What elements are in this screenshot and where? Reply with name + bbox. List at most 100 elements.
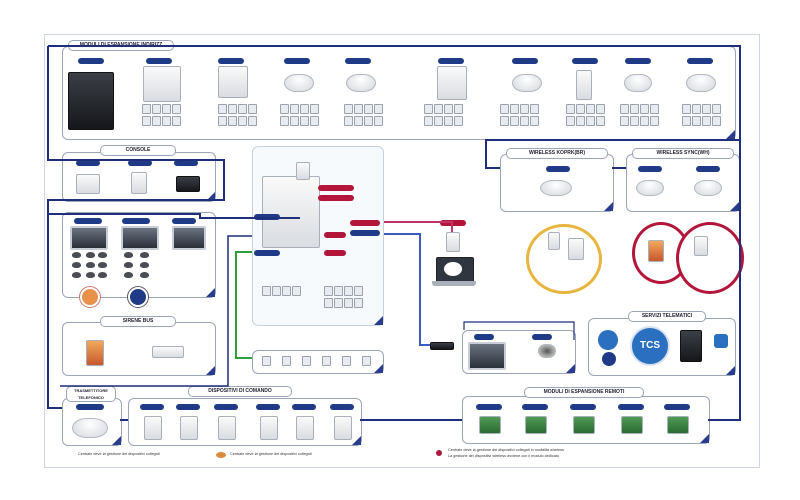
sensor-icon — [548, 232, 560, 250]
terminal-icon — [444, 104, 453, 114]
device-label — [570, 404, 596, 410]
recorder-icon — [430, 342, 454, 350]
video-monitor-icon — [121, 226, 159, 250]
note-icon — [216, 452, 226, 458]
device-label — [546, 166, 570, 172]
device-label — [218, 58, 244, 64]
terminal-icon — [344, 286, 353, 296]
terminal-icon — [218, 116, 227, 126]
terminal-icon — [444, 116, 453, 126]
terminal-icon — [324, 298, 333, 308]
camera-icon — [98, 262, 107, 268]
device-label — [254, 250, 280, 256]
terminal-icon — [300, 104, 309, 114]
wireless-group-circle — [526, 224, 602, 294]
module-box-icon — [576, 70, 592, 100]
command-device-icon — [334, 416, 352, 440]
device-label — [440, 220, 466, 226]
terminal-icon — [620, 116, 629, 126]
terminal-icon — [374, 116, 383, 126]
dome-sensor-icon — [346, 74, 376, 92]
camera-icon — [124, 262, 133, 268]
terminal-icon — [280, 104, 289, 114]
device-label — [696, 166, 720, 172]
terminal-icon — [374, 104, 383, 114]
terminal-icon — [586, 116, 595, 126]
module-box-icon — [218, 66, 248, 98]
device-label — [572, 58, 598, 64]
phone-icon — [446, 232, 460, 252]
control-unit-icon — [262, 176, 320, 248]
video-monitor-icon — [172, 226, 206, 250]
terminal-icon — [262, 286, 271, 296]
device-label — [438, 58, 464, 64]
terminal-icon — [238, 116, 247, 126]
device-label — [522, 404, 548, 410]
terminal-icon — [290, 104, 299, 114]
terminal-icon — [500, 116, 509, 126]
camera-icon — [86, 272, 95, 278]
footer-note-left: Centrale deve la gestione dei dispositiv… — [78, 452, 160, 456]
section-title-telematic: SERVIZI TELEMATICI — [628, 311, 706, 322]
dome-sensor-icon — [686, 74, 716, 92]
device-label — [78, 58, 104, 64]
camera-icon — [86, 262, 95, 268]
terminal-icon — [354, 286, 363, 296]
video-monitor-icon — [70, 226, 108, 250]
terminal-icon — [310, 116, 319, 126]
pcb-module-icon — [573, 416, 595, 434]
terminal-icon — [334, 286, 343, 296]
terminal-icon — [344, 104, 353, 114]
camera-icon — [72, 262, 81, 268]
camera-icon — [72, 252, 81, 258]
terminal-icon — [586, 104, 595, 114]
terminal-icon — [520, 116, 529, 126]
device-label — [146, 58, 172, 64]
terminal-icon — [424, 104, 433, 114]
dome-sensor-icon — [540, 180, 572, 196]
terminal-icon — [290, 116, 299, 126]
terminal-icon — [238, 104, 247, 114]
terminal-icon — [324, 286, 333, 296]
video-monitor-icon — [468, 342, 506, 370]
terminal-icon — [344, 116, 353, 126]
dome-sensor-icon — [72, 418, 108, 438]
camera-icon — [538, 344, 556, 358]
device-label — [324, 232, 346, 238]
camera-icon — [140, 252, 149, 258]
terminal-icon — [282, 286, 291, 296]
camera-icon — [72, 272, 81, 278]
terminal-icon — [310, 104, 319, 114]
tcs-logo: TCS — [630, 326, 670, 366]
pcb-module-icon — [667, 416, 689, 434]
terminal-icon — [596, 104, 605, 114]
device-label — [172, 218, 196, 224]
section-title-transmitter: TRASMETTITORE TELEFONICO — [66, 386, 116, 402]
terminal-icon — [682, 116, 691, 126]
terminal-icon — [500, 104, 509, 114]
keypad-icon — [131, 172, 147, 194]
terminal-icon — [510, 104, 519, 114]
terminal-icon — [334, 298, 343, 308]
terminal-icon — [650, 116, 659, 126]
terminal-icon — [302, 356, 311, 366]
terminal-icon — [162, 116, 171, 126]
terminal-icon — [434, 104, 443, 114]
device-label — [284, 58, 310, 64]
terminal-icon — [364, 116, 373, 126]
terminal-icon — [682, 104, 691, 114]
device-label — [128, 160, 152, 166]
device-label — [638, 166, 662, 172]
globe-icon — [602, 352, 616, 366]
app-icon — [714, 334, 728, 348]
terminal-icon — [530, 116, 539, 126]
device-label — [318, 195, 354, 201]
command-device-icon — [296, 416, 314, 440]
camera-icon — [124, 272, 133, 278]
command-device-icon — [144, 416, 162, 440]
section-title-remote-modules: MODULI DI ESPANSIONE REMOTI — [524, 387, 644, 398]
device-label — [476, 404, 502, 410]
terminal-icon — [248, 104, 257, 114]
terminal-icon — [354, 104, 363, 114]
device-label — [254, 214, 280, 220]
